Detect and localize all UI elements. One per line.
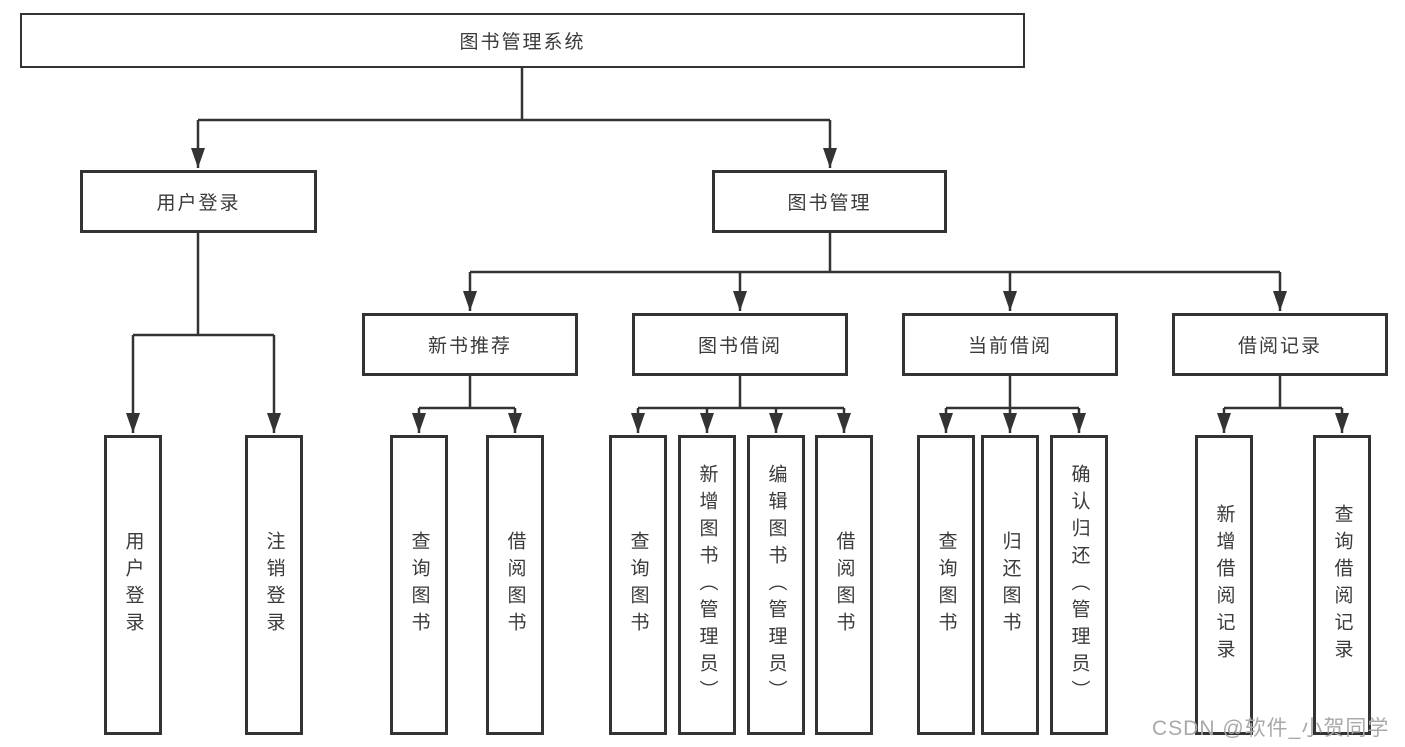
- leaf-query-books-recommend: 查询图书: [390, 435, 448, 735]
- leaf-add-books-admin: 新增图书（管理员）: [678, 435, 736, 735]
- node-root-label: 图书管理系统: [459, 32, 586, 53]
- watermark: CSDN @软件_小贺同学: [1152, 717, 1390, 740]
- leaf-edit-books-admin: 编辑图书（管理员）: [747, 435, 805, 735]
- leaf-borrow-books: 借阅图书: [815, 435, 873, 735]
- leaf-logout-label: 注销登录: [263, 531, 285, 639]
- leaf-borrow-books-recommend-label: 借阅图书: [504, 531, 526, 639]
- leaf-edit-books-admin-label: 编辑图书（管理员）: [765, 463, 787, 707]
- node-book-borrow-label: 图书借阅: [697, 336, 782, 357]
- leaf-return-books-label: 归还图书: [999, 531, 1021, 639]
- leaf-borrow-books-recommend: 借阅图书: [486, 435, 544, 735]
- node-root: 图书管理系统: [20, 13, 1025, 68]
- leaf-return-books: 归还图书: [981, 435, 1039, 735]
- node-new-book-recommend-label: 新书推荐: [427, 336, 512, 357]
- leaf-add-books-admin-label: 新增图书（管理员）: [696, 463, 718, 707]
- leaf-logout: 注销登录: [245, 435, 303, 735]
- leaf-query-borrow-record: 查询借阅记录: [1313, 435, 1371, 735]
- leaf-user-login: 用户登录: [104, 435, 162, 735]
- node-user-login-label: 用户登录: [156, 193, 241, 214]
- node-user-login: 用户登录: [80, 170, 317, 233]
- leaf-query-books-current: 查询图书: [917, 435, 975, 735]
- node-current-borrow: 当前借阅: [902, 313, 1118, 376]
- leaf-query-borrow-record-label: 查询借阅记录: [1331, 504, 1353, 666]
- leaf-query-books-current-label: 查询图书: [935, 531, 957, 639]
- leaf-query-books-recommend-label: 查询图书: [408, 531, 430, 639]
- node-new-book-recommend: 新书推荐: [362, 313, 578, 376]
- node-borrow-records-label: 借阅记录: [1237, 336, 1322, 357]
- node-borrow-records: 借阅记录: [1172, 313, 1388, 376]
- leaf-user-login-label: 用户登录: [122, 531, 144, 639]
- leaf-add-borrow-record-label: 新增借阅记录: [1213, 504, 1235, 666]
- leaf-confirm-return-admin-label: 确认归还（管理员）: [1068, 463, 1090, 707]
- node-current-borrow-label: 当前借阅: [967, 336, 1052, 357]
- leaf-query-books-borrow-label: 查询图书: [627, 531, 649, 639]
- node-book-borrow: 图书借阅: [632, 313, 848, 376]
- leaf-confirm-return-admin: 确认归还（管理员）: [1050, 435, 1108, 735]
- leaf-query-books-borrow: 查询图书: [609, 435, 667, 735]
- leaf-borrow-books-label: 借阅图书: [833, 531, 855, 639]
- leaf-add-borrow-record: 新增借阅记录: [1195, 435, 1253, 735]
- node-book-management: 图书管理: [712, 170, 947, 233]
- node-book-management-label: 图书管理: [787, 193, 872, 214]
